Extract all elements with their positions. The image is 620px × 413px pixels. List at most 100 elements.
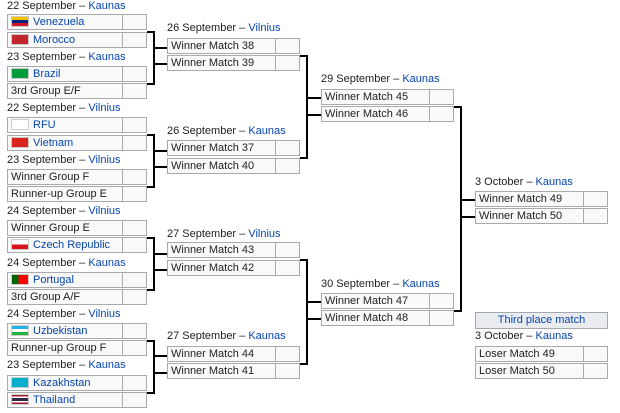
match-date-venue: 3 October – Kaunas — [475, 330, 573, 343]
date-venue-separator: – — [76, 154, 89, 166]
team-row: Kazakhstan — [7, 375, 147, 391]
venue-link[interactable]: Vilnius — [88, 308, 121, 320]
score-cell — [274, 261, 299, 275]
rfu-flag-icon — [11, 119, 29, 130]
venue-link[interactable]: Kaunas — [248, 330, 286, 342]
match-date: 27 September — [167, 330, 237, 342]
team-name-text: RFU — [33, 119, 56, 131]
bracket-line — [300, 259, 307, 261]
venue-link[interactable]: Kaunas — [88, 359, 126, 371]
bracket-line — [460, 216, 475, 218]
team-name: Winner Group F — [8, 170, 123, 184]
team-name-text: Runner-up Group F — [11, 342, 107, 354]
team-row: Winner Match 39 — [167, 55, 300, 71]
score-cell — [274, 347, 299, 361]
team-name[interactable]: Brazil — [8, 67, 123, 81]
team-name[interactable]: Vietnam — [8, 136, 123, 150]
team-row: Winner Match 43 — [167, 242, 300, 258]
team-row: Vietnam — [7, 135, 147, 151]
match-date: 22 September — [7, 102, 77, 114]
team-name-text: Brazil — [33, 68, 61, 80]
score-cell — [121, 84, 146, 98]
match-date: 3 October — [475, 176, 524, 188]
team-name[interactable]: Kazakhstan — [8, 376, 123, 390]
team-name: Winner Match 45 — [322, 90, 430, 104]
team-name[interactable]: Uzbekistan — [8, 324, 123, 338]
team-row: Czech Republic — [7, 237, 147, 253]
team-name-text: Kazakhstan — [33, 377, 91, 389]
match-date: 22 September — [7, 0, 77, 12]
bracket-line — [153, 47, 167, 49]
team-name-text: Winner Match 41 — [171, 365, 255, 377]
match-date-venue: 27 September – Vilnius — [167, 228, 281, 241]
team-name-text: Thailand — [33, 394, 76, 406]
date-venue-separator: – — [76, 308, 89, 320]
date-venue-separator: – — [76, 205, 89, 217]
venue-link[interactable]: Kaunas — [402, 278, 440, 290]
team-name-text: 3rd Group E/F — [11, 85, 81, 97]
venue-link[interactable]: Kaunas — [248, 125, 286, 137]
venue-link[interactable]: Vilnius — [248, 22, 281, 34]
bracket-line — [454, 106, 461, 108]
team-name-text: Morocco — [33, 34, 76, 46]
team-name[interactable]: Morocco — [8, 33, 123, 47]
team-row: Winner Match 45 — [321, 89, 454, 105]
venue-link[interactable]: Vilnius — [88, 154, 121, 166]
czech-flag-icon — [11, 239, 29, 250]
match-date-venue: 23 September – Kaunas — [7, 359, 126, 372]
venue-link[interactable]: Kaunas — [535, 330, 573, 342]
team-name: Winner Match 42 — [168, 261, 276, 275]
team-name[interactable]: Thailand — [8, 393, 123, 407]
brazil-flag-icon — [11, 68, 29, 79]
team-name[interactable]: Czech Republic — [8, 238, 123, 252]
bracket-line — [147, 237, 154, 239]
team-row: Winner Match 50 — [475, 208, 608, 224]
team-row: Venezuela — [7, 14, 147, 30]
bracket-line — [460, 199, 475, 201]
bracket-line — [147, 289, 154, 291]
team-row: Morocco — [7, 32, 147, 48]
venue-link[interactable]: Kaunas — [88, 257, 126, 269]
team-name: Winner Match 37 — [168, 141, 276, 155]
venue-link[interactable]: Vilnius — [88, 205, 121, 217]
team-row: Winner Match 44 — [167, 346, 300, 362]
match-date: 24 September — [7, 308, 77, 320]
team-row: Portugal — [7, 272, 147, 288]
venue-link[interactable]: Vilnius — [88, 102, 121, 114]
match-date: 24 September — [7, 257, 77, 269]
match-date-venue: 24 September – Vilnius — [7, 308, 121, 321]
team-name[interactable]: Portugal — [8, 273, 123, 287]
team-name-text: Runner-up Group E — [11, 188, 107, 200]
date-venue-separator: – — [236, 330, 249, 342]
match-date: 23 September — [7, 154, 77, 166]
team-name: 3rd Group A/F — [8, 290, 123, 304]
bracket-line — [306, 97, 321, 99]
score-cell — [428, 107, 453, 121]
team-row: 3rd Group A/F — [7, 289, 147, 305]
team-row: Winner Match 40 — [167, 158, 300, 174]
bracket-line — [147, 134, 154, 136]
venue-link[interactable]: Kaunas — [88, 51, 126, 63]
venue-link[interactable]: Kaunas — [402, 73, 440, 85]
venue-link[interactable]: Kaunas — [535, 176, 573, 188]
team-name: Winner Match 38 — [168, 39, 276, 53]
team-name[interactable]: RFU — [8, 118, 123, 132]
score-cell — [121, 221, 146, 235]
match-date: 3 October — [475, 330, 524, 342]
bracket-line — [153, 237, 155, 291]
team-name-text: Uzbekistan — [33, 325, 88, 337]
score-cell — [274, 159, 299, 173]
team-row: Brazil — [7, 66, 147, 82]
team-name[interactable]: Venezuela — [8, 15, 123, 29]
venue-link[interactable]: Kaunas — [88, 0, 126, 12]
team-row: Thailand — [7, 392, 147, 408]
team-name: Winner Match 49 — [476, 192, 584, 206]
team-row: Loser Match 49 — [475, 346, 608, 362]
team-row: Winner Match 46 — [321, 106, 454, 122]
bracket-line — [153, 166, 167, 168]
team-name: Winner Match 50 — [476, 209, 584, 223]
bracket-line — [147, 392, 154, 394]
venue-link[interactable]: Vilnius — [248, 228, 281, 240]
bracket-line — [454, 310, 461, 312]
bracket-line — [153, 340, 155, 394]
